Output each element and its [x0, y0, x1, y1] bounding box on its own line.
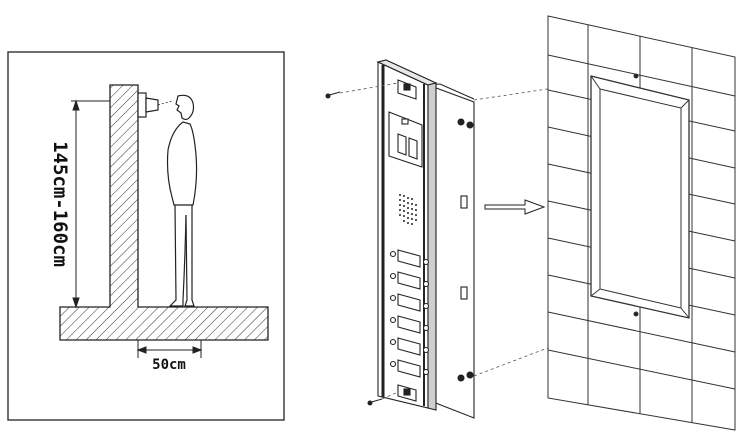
wall-section: [59, 84, 269, 341]
call-button: [397, 315, 421, 334]
camera-unit-icon: [137, 92, 173, 118]
mounting-screws: [325, 91, 383, 406]
distance-label: 50cm: [152, 357, 186, 373]
figure-frame: [7, 51, 285, 421]
person-icon: [166, 94, 198, 307]
call-buttons: [389, 249, 430, 378]
screw-hole-icon: [633, 73, 639, 79]
screw-hole-icon: [633, 311, 639, 317]
arrow-right-icon: [484, 199, 546, 215]
door-station-panel: [376, 59, 475, 419]
call-button: [397, 337, 421, 356]
screw-icon: [457, 118, 465, 126]
height-dimension: [71, 99, 110, 309]
call-button: [397, 249, 421, 268]
call-button: [397, 293, 421, 312]
height-label: 145cm-160cm: [49, 141, 71, 267]
call-button: [397, 359, 421, 378]
front-face: [377, 61, 429, 409]
height-figure: 145cm-160cm 50cm: [7, 51, 285, 421]
tiled-wall: [547, 15, 736, 431]
call-button: [397, 271, 421, 290]
distance-dimension: [136, 340, 203, 358]
speaker-grille: [399, 194, 417, 225]
